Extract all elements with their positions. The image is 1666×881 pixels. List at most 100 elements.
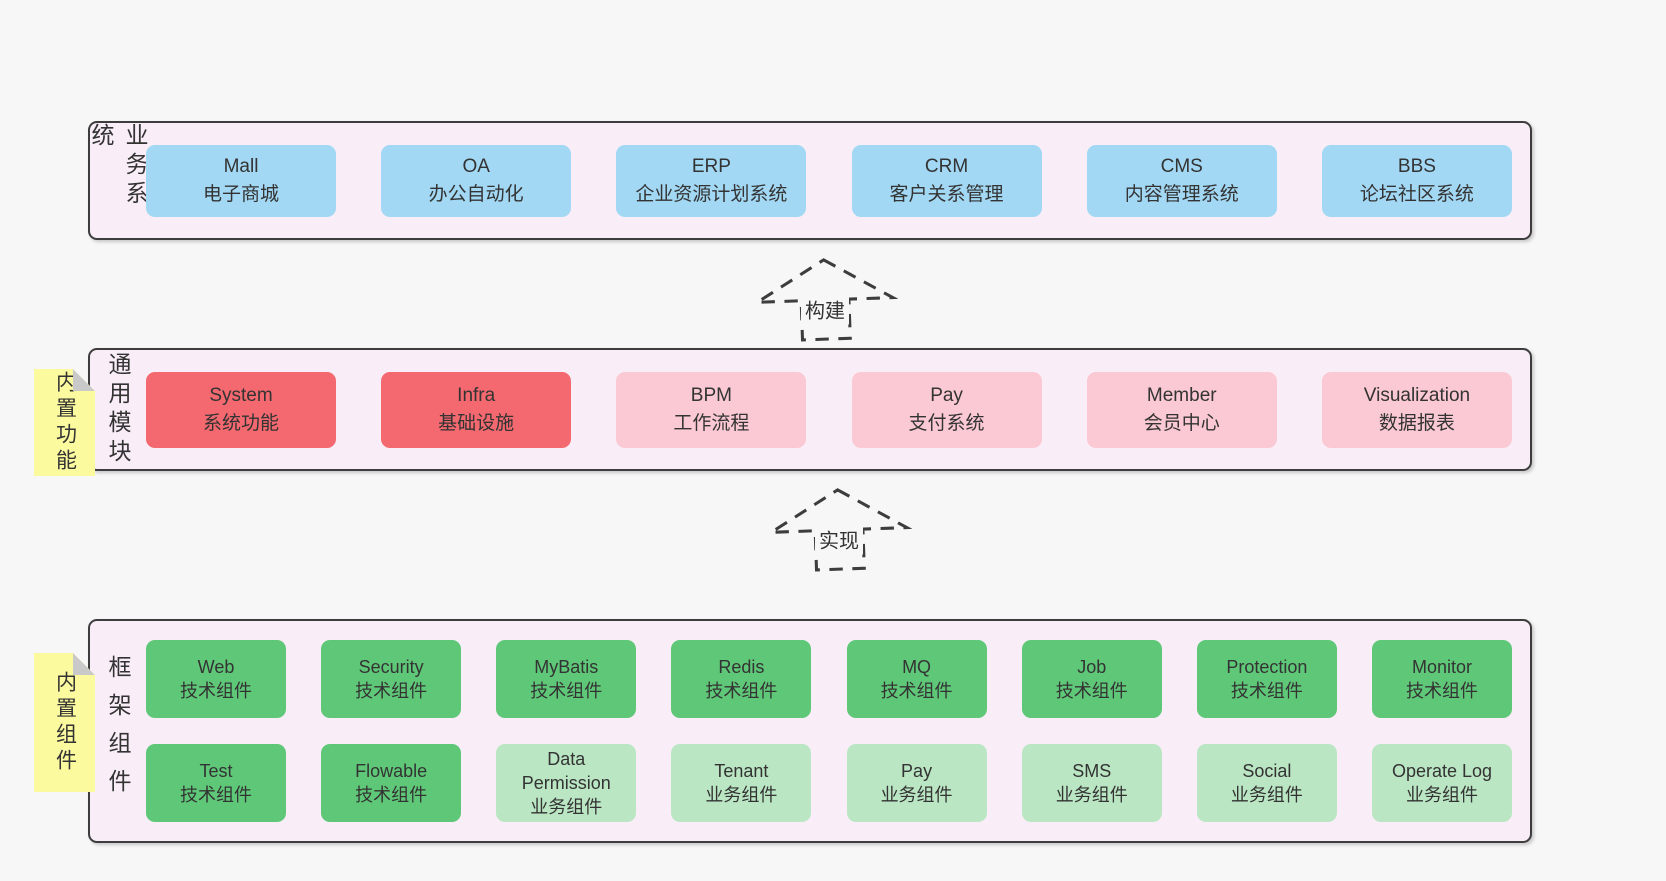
box-pay-component: Pay 业务组件 <box>846 744 987 822</box>
dashed-up-arrow-icon <box>751 258 899 342</box>
box-protection-desc: 技术组件 <box>1230 681 1303 701</box>
box-security: Security 技术组件 <box>321 640 462 718</box>
biz-components-row: Test 技术组件 Flowable 技术组件 Data Permission … <box>146 744 1512 822</box>
box-mybatis-desc: 技术组件 <box>530 681 603 701</box>
common-modules-panel: 通用模块 System 系统功能 Infra 基础设施 BPM 工作流程 Pay… <box>88 348 1532 471</box>
box-crm: CRM 客户关系管理 <box>851 144 1042 217</box>
box-visualization-desc: 数据报表 <box>1378 412 1455 434</box>
box-monitor: Monitor 技术组件 <box>1371 640 1512 718</box>
box-redis-name: Redis <box>718 656 765 677</box>
box-infra: Infra 基础设施 <box>381 371 572 448</box>
box-data-permission-desc: 业务组件 <box>530 797 603 818</box>
box-sms: SMS 业务组件 <box>1021 744 1162 822</box>
box-bpm-name: BPM <box>690 384 732 406</box>
box-bpm: BPM 工作流程 <box>616 371 807 448</box>
box-oa-desc: 办公自动化 <box>428 183 524 205</box>
box-member-name: Member <box>1146 384 1217 406</box>
box-mq: MQ 技术组件 <box>846 640 987 718</box>
box-social-name: Social <box>1242 760 1292 781</box>
box-pay-component-desc: 业务组件 <box>880 785 953 805</box>
common-modules-content: System 系统功能 Infra 基础设施 BPM 工作流程 Pay 支付系统… <box>146 350 1530 469</box>
box-security-desc: 技术组件 <box>355 681 428 701</box>
up-arrow-implement: 实现 <box>765 486 913 572</box>
box-sms-desc: 业务组件 <box>1055 785 1128 805</box>
arrow-build-label: 构建 <box>801 293 849 325</box>
box-test-name: Test <box>199 760 233 781</box>
box-pay-module-desc: 支付系统 <box>908 412 985 434</box>
note-features-text: 内置功能 <box>53 370 77 475</box>
box-tenant: Tenant 业务组件 <box>671 744 812 822</box>
box-mall-desc: 电子商城 <box>202 183 279 205</box>
box-oa: OA 办公自动化 <box>381 144 572 217</box>
box-system-name: System <box>209 384 273 406</box>
business-systems-content: Mall 电子商城 OA 办公自动化 ERP 企业资源计划系统 CRM 客户关系… <box>146 123 1530 238</box>
box-cms-name: CMS <box>1160 155 1203 177</box>
box-data-permission-name: Data Permission <box>521 748 611 793</box>
box-operate-log-name: Operate Log <box>1391 760 1493 781</box>
box-monitor-desc: 技术组件 <box>1405 681 1478 701</box>
box-infra-desc: 基础设施 <box>438 412 515 434</box>
box-system-desc: 系统功能 <box>202 412 279 434</box>
tech-components-row: Web 技术组件 Security 技术组件 MyBatis 技术组件 Redi… <box>146 640 1512 718</box>
box-oa-name: OA <box>462 155 490 177</box>
box-erp-name: ERP <box>691 155 731 177</box>
box-tenant-name: Tenant <box>714 760 769 781</box>
box-flowable-name: Flowable <box>355 760 428 781</box>
box-member: Member 会员中心 <box>1086 371 1277 448</box>
box-security-name: Security <box>358 656 424 677</box>
box-erp: ERP 企业资源计划系统 <box>616 144 807 217</box>
box-protection-name: Protection <box>1226 656 1308 677</box>
box-crm-desc: 客户关系管理 <box>889 183 1004 205</box>
framework-components-content: Web 技术组件 Security 技术组件 MyBatis 技术组件 Redi… <box>146 621 1530 841</box>
box-social-desc: 业务组件 <box>1230 785 1303 805</box>
sticky-note-built-in-components: 内置组件 <box>34 653 95 792</box>
box-mall: Mall 电子商城 <box>146 144 336 217</box>
box-tenant-desc: 业务组件 <box>705 785 778 805</box>
box-mq-name: MQ <box>902 656 932 677</box>
box-web-desc: 技术组件 <box>180 681 252 701</box>
box-operate-log: Operate Log 业务组件 <box>1371 744 1512 822</box>
box-test: Test 技术组件 <box>146 744 286 822</box>
box-job-desc: 技术组件 <box>1055 681 1128 701</box>
box-flowable-desc: 技术组件 <box>355 785 428 805</box>
box-cms: CMS 内容管理系统 <box>1086 144 1277 217</box>
box-mall-name: Mall <box>223 155 259 177</box>
box-cms-desc: 内容管理系统 <box>1124 183 1239 205</box>
up-arrow-build: 构建 <box>751 256 899 342</box>
box-pay-component-name: Pay <box>901 760 933 781</box>
business-systems-panel: 业务系统 Mall 电子商城 OA 办公自动化 ERP 企业资源计划系统 CRM… <box>88 121 1532 240</box>
box-member-desc: 会员中心 <box>1143 412 1220 434</box>
box-sms-name: SMS <box>1072 760 1112 781</box>
box-infra-name: Infra <box>457 384 496 406</box>
box-test-desc: 技术组件 <box>180 785 252 805</box>
box-bbs-name: BBS <box>1397 155 1436 177</box>
sticky-note-built-in-features: 内置功能 <box>34 369 95 476</box>
box-pay-module-name: Pay <box>930 384 963 406</box>
dashed-up-arrow-icon <box>765 488 913 572</box>
box-operate-log-desc: 业务组件 <box>1405 785 1478 805</box>
business-systems-label: 业务系统 <box>88 123 148 210</box>
common-modules-label: 通用模块 <box>105 351 131 468</box>
box-mybatis-name: MyBatis <box>534 656 599 677</box>
note-components-text: 内置组件 <box>53 670 77 775</box>
box-data-permission: Data Permission 业务组件 <box>496 744 637 822</box>
framework-components-label: 框架组件 <box>105 655 131 807</box>
box-bbs-desc: 论坛社区系统 <box>1359 183 1474 205</box>
box-crm-name: CRM <box>924 155 969 177</box>
box-job: Job 技术组件 <box>1021 640 1162 718</box>
box-system: System 系统功能 <box>146 371 336 448</box>
box-redis-desc: 技术组件 <box>705 681 778 701</box>
box-pay-module: Pay 支付系统 <box>851 371 1042 448</box>
box-erp-desc: 企业资源计划系统 <box>635 183 788 205</box>
arrow-implement-label: 实现 <box>815 523 863 555</box>
box-web-name: Web <box>197 656 235 677</box>
box-mq-desc: 技术组件 <box>880 681 953 701</box>
box-job-name: Job <box>1077 656 1107 677</box>
box-mybatis: MyBatis 技术组件 <box>496 640 637 718</box>
box-monitor-name: Monitor <box>1411 656 1472 677</box>
box-protection: Protection 技术组件 <box>1196 640 1337 718</box>
box-flowable: Flowable 技术组件 <box>321 744 462 822</box>
box-bbs: BBS 论坛社区系统 <box>1321 144 1512 217</box>
box-redis: Redis 技术组件 <box>671 640 812 718</box>
